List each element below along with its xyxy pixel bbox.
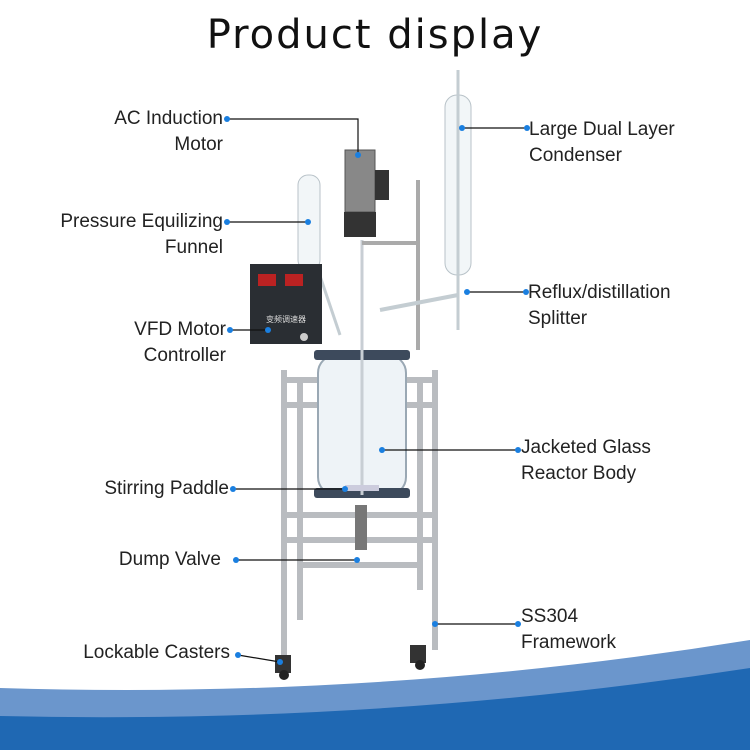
label-dump-valve: Dump Valve: [118, 549, 221, 570]
label-stirring-paddle: Stirring Paddle: [104, 478, 229, 499]
callout-dots: [224, 116, 530, 665]
page-title: Product display: [206, 12, 544, 58]
label-lockable-casters: Lockable Casters: [83, 642, 230, 663]
panel-lettering: 变频调速器: [266, 314, 306, 324]
leader-lines: [227, 118, 527, 663]
motor: [344, 149, 376, 213]
wave-dark: [0, 668, 750, 750]
